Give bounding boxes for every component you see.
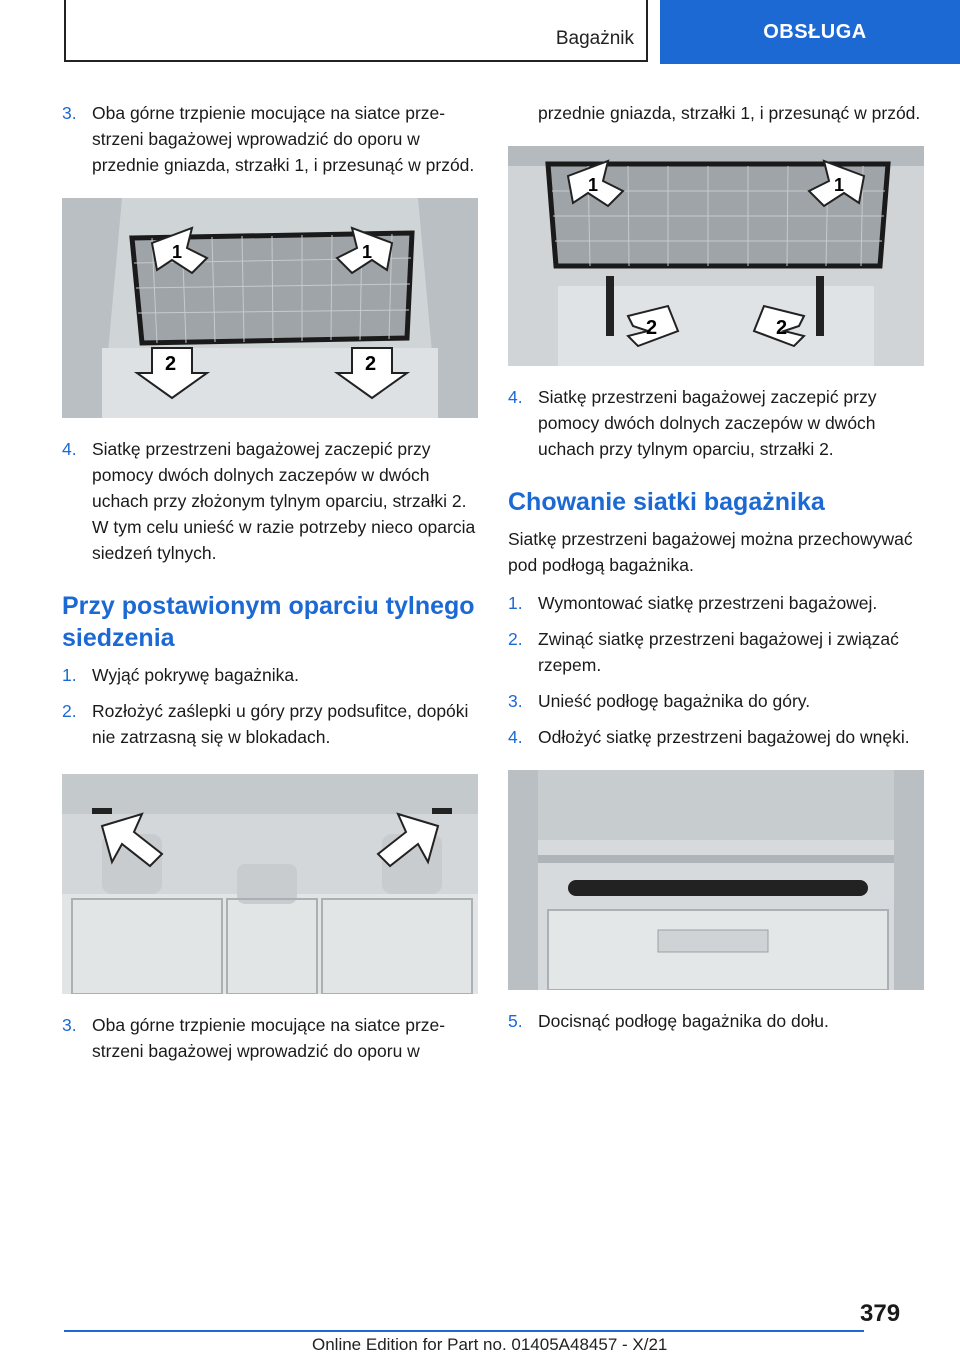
step-text: Wyjąć pokrywę bagażnika. bbox=[92, 665, 300, 685]
arrow-label-1b: 1 bbox=[834, 175, 844, 195]
step-number: 4. bbox=[508, 387, 523, 407]
right-column: przednie gniazda, strzałki 1, i przesuną… bbox=[508, 100, 924, 1044]
step-2: 2. Zwinąć siatkę przestrzeni bagażowej i… bbox=[508, 626, 922, 678]
arrow-label-1: 1 bbox=[172, 242, 182, 262]
step-text: Odłożyć siatkę przestrzeni bagażowej do … bbox=[538, 727, 910, 747]
step-3: 3. Unieść podłogę bagażnika do góry. bbox=[508, 688, 922, 714]
arrow-label-2: 2 bbox=[165, 353, 176, 375]
arrow-label-2b: 2 bbox=[365, 353, 376, 375]
step-number: 4. bbox=[62, 439, 77, 459]
step-text: Oba górne trzpienie mocujące na siatce p… bbox=[92, 1015, 446, 1061]
step-5: 5. Docisnąć podłogę bagażnika do dołu. bbox=[508, 1008, 922, 1034]
figure-net-upright-seats: 1 1 2 2 bbox=[508, 146, 924, 366]
arrow-label-1: 1 bbox=[588, 175, 598, 195]
chapter-tab[interactable]: OBSŁUGA bbox=[660, 0, 960, 64]
step-4: 4. Siatkę przestrzeni bagażowej zaczepić… bbox=[508, 384, 922, 462]
header-section-box: Bagażnik bbox=[64, 0, 648, 62]
arrow-label-2b: 2 bbox=[776, 317, 787, 339]
edition-note: Online Edition for Part no. 01405A48457 … bbox=[312, 1335, 668, 1354]
step-text: Oba górne trzpienie mocujące na siatce p… bbox=[92, 103, 475, 175]
page-number: 379 bbox=[860, 1300, 901, 1327]
arrow-label-1b: 1 bbox=[362, 242, 372, 262]
step-text: Rozłożyć zaślepki u góry przy podsufitce… bbox=[92, 701, 469, 747]
step-number: 3. bbox=[62, 1015, 77, 1035]
step-3: 3. Oba górne trzpienie mocujące na siatc… bbox=[62, 100, 476, 178]
figure-floor-recess bbox=[508, 770, 924, 990]
step-text: Zwinąć siatkę przestrzeni bagażowej i zw… bbox=[538, 629, 899, 675]
step-4: 4. Siatkę przestrzeni bagażowej zaczepić… bbox=[62, 436, 476, 566]
step-2: 2. Rozłożyć zaślepki u góry przy podsufi… bbox=[62, 698, 476, 750]
step-number: 2. bbox=[62, 701, 77, 721]
step-number: 4. bbox=[508, 727, 523, 747]
step-text: Siatkę przestrzeni bagażowej zaczepić pr… bbox=[538, 387, 877, 459]
arrow-label-2: 2 bbox=[646, 317, 657, 339]
step-text: Docisnąć podłogę bagażnika do dołu. bbox=[538, 1011, 829, 1031]
step-3: 3. Oba górne trzpienie mocujące na siatc… bbox=[62, 1012, 476, 1064]
step-4: 4. Odłożyć siatkę przestrzeni bagażowej … bbox=[508, 724, 922, 750]
section-title: Bagażnik bbox=[555, 28, 634, 49]
intro-text: Siatkę przestrzeni bagażowej można przec… bbox=[508, 529, 913, 575]
step-3-continuation: przednie gniazda, strzałki 1, i przesuną… bbox=[538, 103, 921, 123]
section-heading-storing-net: Chowanie siatki bagażnika bbox=[508, 488, 825, 516]
step-text: Unieść podłogę bagażnika do góry. bbox=[538, 691, 811, 711]
step-number: 1. bbox=[508, 593, 523, 613]
section-heading-upright-seat: Przy postawionym oparciu tylnego siedzen… bbox=[62, 592, 475, 652]
step-number: 2. bbox=[508, 629, 523, 649]
step-1: 1. Wyjąć pokrywę bagażnika. bbox=[62, 662, 476, 688]
step-number: 3. bbox=[62, 103, 77, 123]
step-number: 5. bbox=[508, 1011, 523, 1031]
step-text: Wymontować siatkę przestrzeni bagażowej. bbox=[538, 593, 878, 613]
figure-net-folded-seats: 1 1 2 2 bbox=[62, 198, 478, 418]
figure-roof-caps bbox=[62, 774, 478, 994]
step-number: 3. bbox=[508, 691, 523, 711]
step-number: 1. bbox=[62, 665, 77, 685]
step-text: Siatkę przestrzeni bagażowej zaczepić pr… bbox=[92, 439, 476, 563]
left-column: 3. Oba górne trzpienie mocujące na siatc… bbox=[62, 100, 478, 1074]
footer-divider bbox=[64, 1330, 864, 1332]
step-1: 1. Wymontować siatkę przestrzeni bagażow… bbox=[508, 590, 922, 616]
